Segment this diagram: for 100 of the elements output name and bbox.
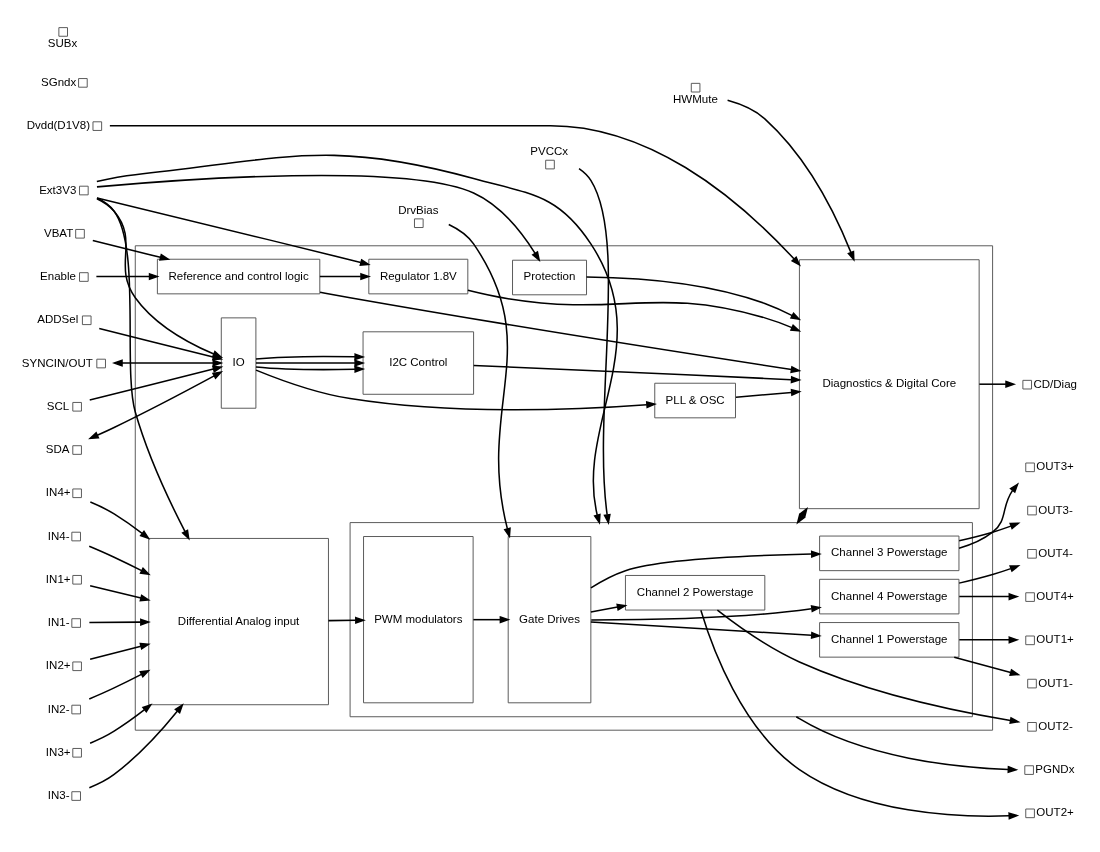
arrow bbox=[796, 506, 808, 525]
node-box: IO bbox=[220, 317, 257, 409]
arrow bbox=[448, 223, 511, 539]
node-box bbox=[79, 185, 89, 196]
node-label: IN4- bbox=[47, 529, 70, 542]
arrow bbox=[590, 550, 822, 589]
node-box bbox=[71, 704, 81, 715]
arrow bbox=[700, 609, 1020, 820]
node-label: OUT3- bbox=[1038, 503, 1073, 516]
node-box: PWM modulators bbox=[363, 536, 474, 704]
arrow bbox=[89, 501, 151, 540]
arrow bbox=[958, 592, 1020, 601]
node-label: SUBx bbox=[47, 37, 78, 50]
node-label: PGNDx bbox=[1035, 763, 1075, 776]
node-label: Dvdd(D1V8) bbox=[26, 119, 91, 132]
arrow bbox=[112, 359, 224, 367]
node-box bbox=[1027, 549, 1037, 559]
node-box: PLL & OSC bbox=[654, 382, 736, 419]
node-box bbox=[1022, 379, 1032, 390]
node-box: Protection bbox=[512, 259, 587, 296]
node-label: IN3- bbox=[47, 789, 70, 802]
node-box: Channel 4 Powerstage bbox=[819, 578, 960, 615]
node-box bbox=[1027, 505, 1037, 516]
node-label: IN3+ bbox=[45, 745, 71, 758]
arrow bbox=[958, 565, 1021, 584]
arrow bbox=[88, 371, 224, 440]
node-label: IN2- bbox=[47, 702, 70, 715]
node-label: SYNCIN/OUT bbox=[21, 356, 93, 369]
node-box bbox=[92, 121, 103, 131]
node-label: IN1- bbox=[47, 616, 70, 629]
node-box: Channel 2 Powerstage bbox=[624, 575, 766, 611]
node-box bbox=[545, 159, 555, 170]
arrow bbox=[109, 124, 801, 267]
node-box bbox=[71, 531, 81, 542]
arrow bbox=[958, 482, 1019, 549]
node-label: OUT1- bbox=[1038, 676, 1073, 689]
node-label: IN1+ bbox=[45, 572, 71, 585]
node-box: Gate Drives bbox=[507, 536, 592, 704]
node-box bbox=[71, 618, 81, 628]
arrow bbox=[472, 615, 511, 624]
node-label: SCL bbox=[46, 399, 70, 412]
arrow bbox=[96, 154, 618, 525]
node-box bbox=[75, 228, 85, 239]
node-box bbox=[72, 445, 82, 455]
node-box bbox=[72, 401, 82, 412]
node-box bbox=[78, 78, 88, 88]
node-box bbox=[58, 27, 68, 37]
node-label: OUT2- bbox=[1038, 719, 1073, 732]
node-box: I2C Control bbox=[362, 331, 475, 395]
node-label: SDA bbox=[45, 443, 70, 456]
arrow bbox=[255, 365, 366, 374]
cluster bbox=[134, 245, 994, 731]
node-box: Diagnostics & Digital Core bbox=[798, 259, 980, 510]
node-label: OUT4- bbox=[1038, 546, 1073, 559]
arrow bbox=[92, 239, 171, 261]
arrow bbox=[88, 618, 151, 626]
arrow bbox=[96, 174, 541, 262]
node-box bbox=[1027, 722, 1037, 732]
arrow bbox=[88, 703, 184, 789]
node-box bbox=[690, 82, 701, 93]
node-label: SGndx bbox=[41, 75, 77, 88]
node-label: CD/Diag bbox=[1033, 377, 1077, 390]
node-label: VBAT bbox=[43, 226, 74, 239]
arrow bbox=[472, 364, 802, 384]
node-box bbox=[79, 272, 89, 282]
arrow bbox=[89, 642, 151, 660]
node-box bbox=[1025, 462, 1035, 473]
node-box bbox=[1027, 678, 1037, 689]
node-label: OUT3+ bbox=[1036, 460, 1074, 473]
arrow bbox=[319, 291, 802, 374]
node-label: HWMute bbox=[673, 93, 718, 106]
arrow bbox=[88, 365, 224, 401]
node-label: IN2+ bbox=[45, 659, 71, 672]
arrow bbox=[795, 715, 1019, 774]
node-label: Enable bbox=[40, 270, 76, 282]
arrow bbox=[319, 272, 372, 281]
arrow bbox=[716, 609, 1021, 725]
arrow bbox=[96, 197, 371, 266]
node-box bbox=[1025, 808, 1035, 819]
arrow bbox=[88, 669, 151, 700]
node-label: OUT2+ bbox=[1036, 806, 1074, 819]
node-label: Ext3V3 bbox=[39, 183, 77, 196]
arrow bbox=[255, 353, 366, 361]
arrow bbox=[89, 703, 153, 744]
node-box bbox=[96, 358, 106, 369]
arrow bbox=[89, 584, 151, 602]
node-box bbox=[1024, 765, 1034, 775]
arrow bbox=[467, 289, 802, 332]
node-box: Reference and control logic bbox=[156, 258, 321, 295]
node-box bbox=[71, 791, 81, 801]
node-box: Differential Analog input bbox=[148, 537, 329, 706]
node-label: IN4+ bbox=[45, 486, 71, 499]
arrow bbox=[327, 616, 366, 625]
arrow bbox=[953, 656, 1021, 676]
arrow bbox=[978, 380, 1017, 388]
node-box bbox=[72, 488, 82, 499]
node-box: Regulator 1.8V bbox=[368, 258, 469, 295]
node-box bbox=[72, 748, 82, 758]
arrow bbox=[255, 359, 366, 367]
node-box bbox=[1025, 592, 1035, 602]
